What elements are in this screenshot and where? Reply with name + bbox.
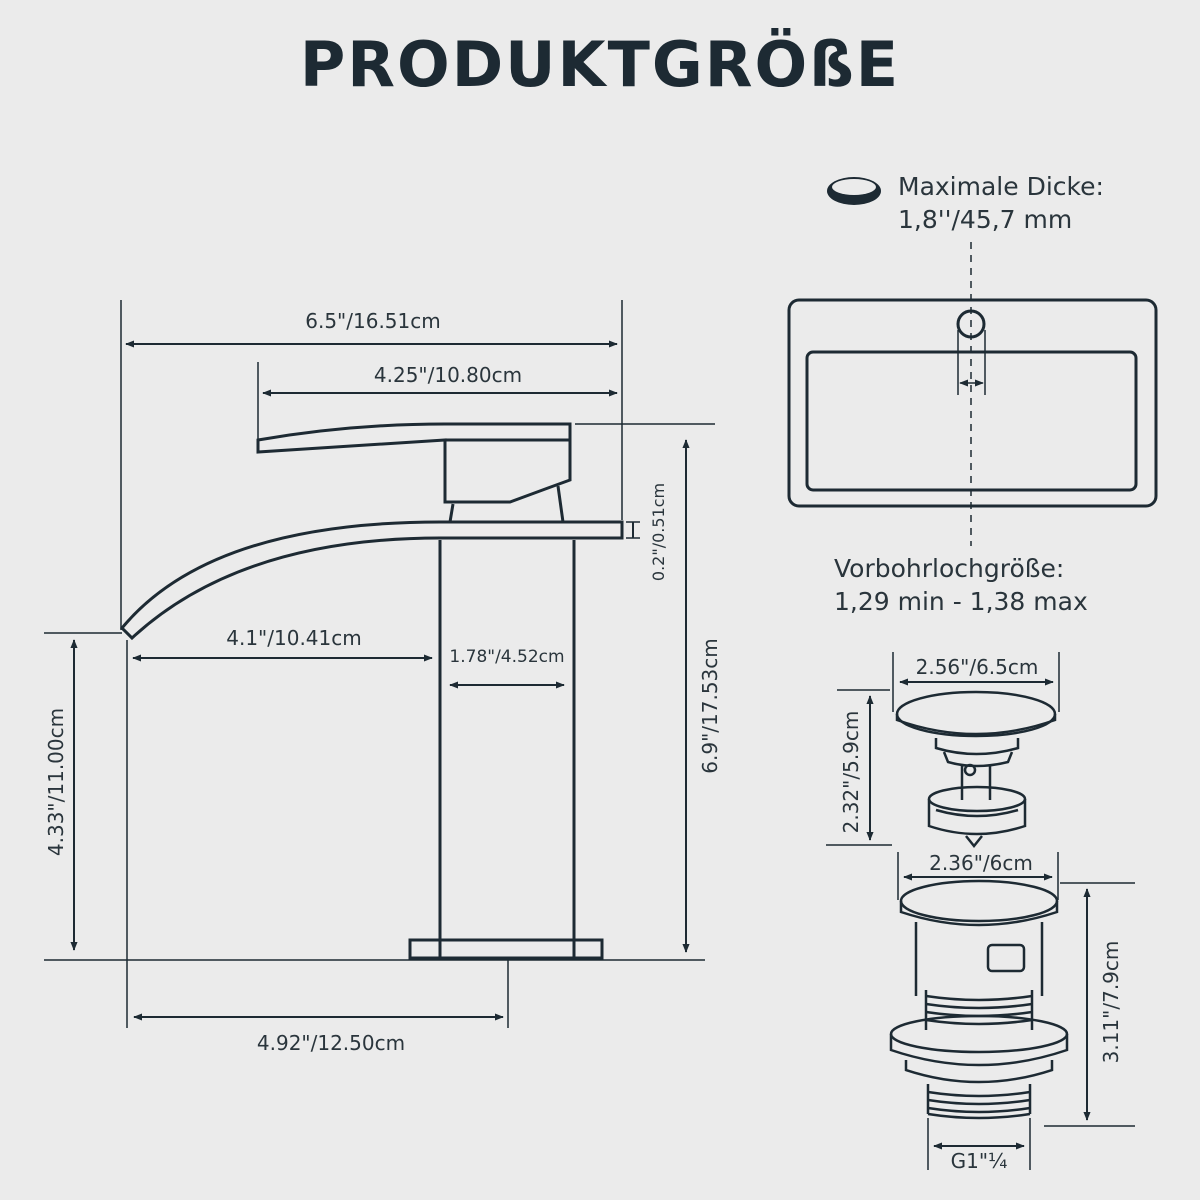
faucet-dimension-arrows [70, 340, 690, 1021]
faucet-extension-lines [44, 300, 715, 1028]
max-thickness-note: Maximale Dicke: 1,8''/45,7 mm [898, 170, 1104, 236]
hole-size-label: Vorbohrlochgröße: [834, 554, 1065, 583]
drain-threads [924, 990, 1034, 1030]
sink-drawing [787, 177, 1158, 508]
handle-length-label: 4.25"/10.80cm [374, 363, 522, 387]
overall-width-label: 6.5"/16.51cm [305, 309, 440, 333]
sink-guides [957, 242, 986, 546]
lock-washer [904, 1060, 1054, 1084]
faucet-base [408, 938, 604, 960]
handle-neck [448, 485, 565, 524]
cap-diameter-label: 2.56"/6.5cm [916, 655, 1039, 679]
cap-height-label: 2.32"/5.9cm [839, 711, 863, 834]
cap-collar [934, 738, 1020, 756]
drain-dimension-arrows [866, 678, 1091, 1150]
body-height-label: 3.11"/7.9cm [1099, 941, 1123, 1064]
body-width-label: 1.78"/4.52cm [449, 647, 564, 667]
page-title: PRODUKTGRÖßE [299, 28, 901, 101]
spout-height-label: 4.33"/11.00cm [44, 708, 68, 856]
drain-flange [899, 879, 1059, 923]
max-thickness-value: 1,8''/45,7 mm [898, 205, 1073, 234]
drain-nut [889, 1014, 1069, 1054]
drain-cap [895, 690, 1057, 738]
body-diameter-label: 2.36"/6cm [929, 851, 1033, 875]
faucet-drawing [119, 422, 624, 960]
faucet-spout [119, 520, 624, 641]
base-to-spout-label: 4.92"/12.50cm [257, 1031, 405, 1055]
spout-thickness-label: 0.2"/0.51cm [649, 483, 668, 581]
max-thickness-label: Maximale Dicke: [898, 172, 1104, 201]
sink-outer [787, 298, 1158, 508]
total-height-label: 6.9"/17.53cm [698, 638, 722, 773]
spout-reach-label: 4.1"/10.41cm [226, 626, 361, 650]
faucet-handle [256, 422, 572, 504]
stem-tip [965, 835, 983, 849]
hole-size-note: Vorbohrlochgröße: 1,29 min - 1,38 max [834, 552, 1088, 618]
stem-screw [963, 763, 977, 777]
drain-tube [914, 922, 1044, 996]
drain-ring [927, 785, 1027, 813]
drain-drawing [889, 690, 1069, 1120]
overflow-slot [986, 943, 1026, 973]
thread-label: G1"¼ [951, 1149, 1008, 1173]
drain-extension-lines [826, 652, 1135, 1170]
hole-size-value: 1,29 min - 1,38 max [834, 587, 1088, 616]
